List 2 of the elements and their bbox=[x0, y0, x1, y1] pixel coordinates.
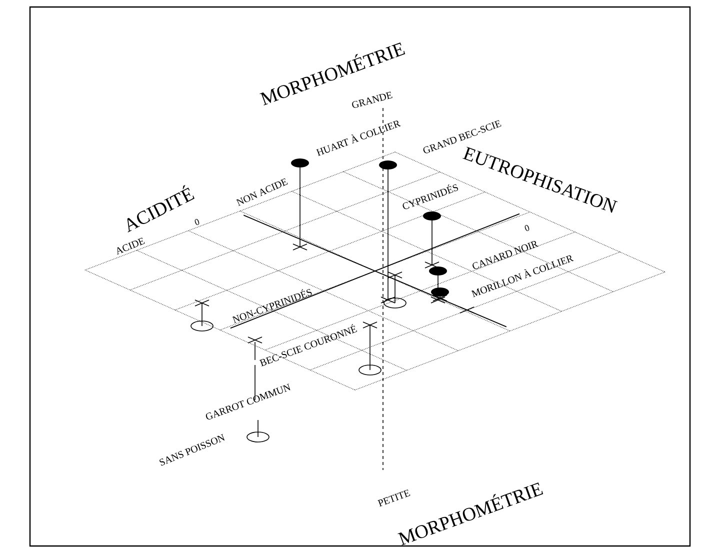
axis-tick-label: 0 bbox=[524, 225, 530, 231]
axis-tick-label: 0 bbox=[194, 219, 200, 225]
